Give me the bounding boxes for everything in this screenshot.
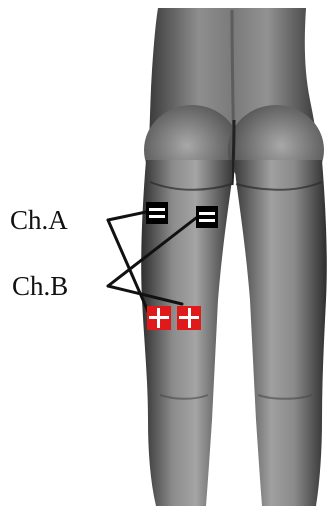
right-leg: [234, 160, 327, 506]
channel-b-label: Ch.B: [12, 271, 69, 301]
gluteal-cleft: [230, 119, 236, 186]
ch-a-wire-upper: [106, 210, 148, 222]
channel-a-label: Ch.A: [10, 205, 68, 235]
left-leg: [141, 160, 232, 506]
electrode-b-positive: [177, 306, 201, 330]
electrode-b-negative: [196, 206, 218, 228]
electrode-a-positive: [147, 306, 171, 330]
ch-b-wire-lower: [106, 284, 184, 306]
lead-wires: [106, 210, 198, 318]
electrode-a-negative: [146, 202, 168, 224]
ch-b-wire-upper: [106, 216, 198, 288]
